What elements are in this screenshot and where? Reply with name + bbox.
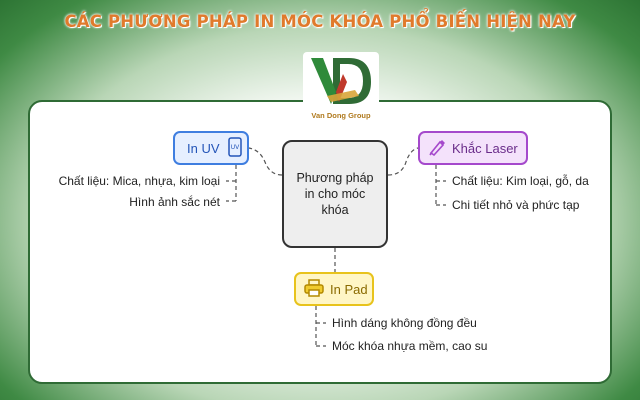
laser-detail-1: Chất liệu: Kim loại, gỗ, da (452, 174, 589, 188)
printer-icon (304, 278, 324, 300)
connector-center-uv (248, 147, 283, 176)
vd-monogram-icon (311, 58, 371, 104)
connector-center-laser (387, 147, 419, 176)
node-in-uv-label: In UV (187, 140, 220, 156)
node-in-uv: In UV UV (173, 131, 249, 165)
page-title: CÁC PHƯƠNG PHÁP IN MÓC KHÓA PHỔ BIẾN HIỆ… (64, 12, 576, 31)
uv-phone-icon: UV (227, 136, 242, 160)
node-in-pad: In Pad (294, 272, 374, 306)
pad-detail-1: Hình dáng không đồng đều (332, 316, 477, 330)
laser-detail-2: Chi tiết nhỏ và phức tạp (452, 198, 580, 212)
van-dong-logo: Van Dong Group (303, 52, 379, 122)
center-label: Phương pháp in cho móc khóa (296, 171, 374, 217)
svg-text:UV: UV (230, 144, 239, 151)
pad-detail-2: Móc khóa nhựa mềm, cao su (332, 339, 488, 353)
laser-pen-icon (428, 138, 446, 159)
node-khac-laser-label: Khắc Laser (452, 140, 518, 156)
center-node: Phương pháp in cho móc khóa (282, 140, 388, 248)
uv-detail-1: Chất liệu: Mica, nhựa, kim loại (58, 174, 220, 188)
node-in-pad-label: In Pad (330, 281, 368, 297)
uv-detail-2: Hình ảnh sắc nét (129, 195, 220, 209)
node-khac-laser: Khắc Laser (418, 131, 528, 165)
logo-text: Van Dong Group (311, 111, 371, 120)
